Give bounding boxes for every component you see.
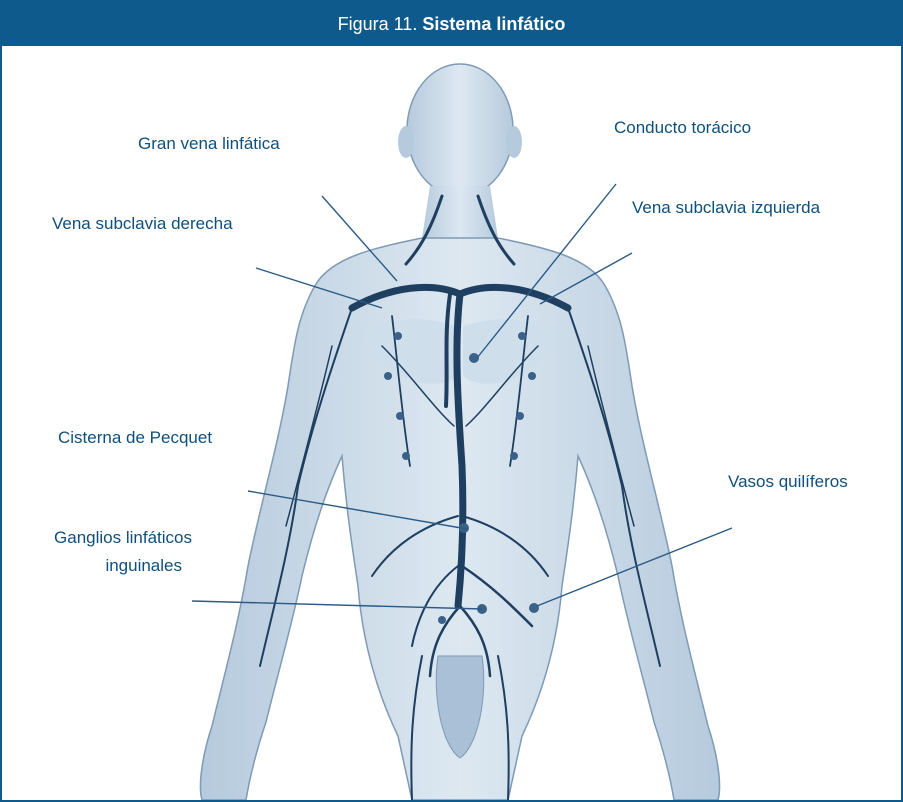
label-vena-subclavia-derecha: Vena subclavia derecha: [52, 214, 233, 234]
label-conducto-toracico: Conducto torácico: [614, 118, 751, 138]
label-vasos-quiliferos: Vasos quilíferos: [728, 472, 848, 492]
label-ganglios-line1: Ganglios linfáticos: [32, 528, 192, 548]
label-cisterna-de-pecquet: Cisterna de Pecquet: [58, 428, 212, 448]
lymphatic-body-illustration: [2, 46, 901, 800]
label-gran-vena-linfatica: Gran vena linfática: [138, 134, 280, 154]
figure-header: Figura 11. Sistema linfático: [2, 2, 901, 46]
figure-title: Sistema linfático: [422, 14, 565, 34]
label-vena-subclavia-izquierda: Vena subclavia izquierda: [632, 198, 820, 218]
figure-number: Figura 11.: [338, 14, 418, 34]
label-ganglios-line2: inguinales: [32, 556, 182, 576]
